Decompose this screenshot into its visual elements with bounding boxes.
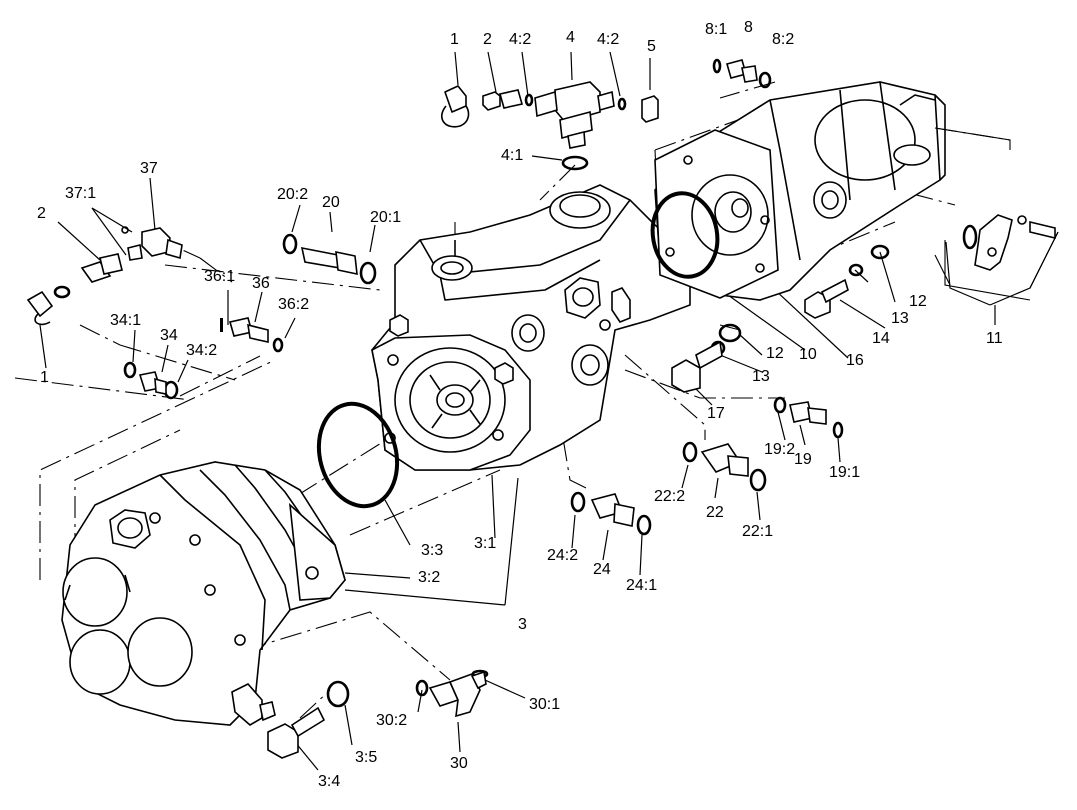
callout-24-1: 24:1 xyxy=(626,577,658,594)
callout-13a: 13 xyxy=(891,310,909,327)
callout-19: 19 xyxy=(794,451,812,468)
callout-3-5: 3:5 xyxy=(355,749,378,766)
callout-19-1: 19:1 xyxy=(829,464,861,481)
callout-19-2: 19:2 xyxy=(764,441,796,458)
callout-36-2: 36:2 xyxy=(278,296,310,313)
callout-3-3: 3:3 xyxy=(421,542,444,559)
callout-11: 11 xyxy=(986,330,1003,347)
callout-1-left: 1 xyxy=(40,369,49,386)
callout-4: 4 xyxy=(566,29,575,46)
rear-pump-body xyxy=(654,81,946,301)
callout-20-1: 20:1 xyxy=(370,209,402,226)
seal-ring-10 xyxy=(650,191,720,279)
callout-37-1: 37:1 xyxy=(65,185,97,202)
callout-22-2: 22:2 xyxy=(654,488,686,505)
callout-36: 36 xyxy=(252,275,270,292)
callout-1-top: 1 xyxy=(450,31,459,48)
callout-36-1: 36:1 xyxy=(204,268,236,285)
callout-34: 34 xyxy=(160,327,178,344)
callout-17: 17 xyxy=(707,405,725,422)
front-pump-body xyxy=(61,461,346,726)
callout-4-1: 4:1 xyxy=(501,147,524,164)
callout-14: 14 xyxy=(872,330,890,347)
callout-8-1: 8:1 xyxy=(705,21,728,38)
callout-10: 10 xyxy=(799,346,817,363)
callout-22: 22 xyxy=(706,504,724,521)
fittings xyxy=(26,59,1056,759)
callout-13b: 13 xyxy=(752,368,770,385)
callout-37: 37 xyxy=(140,160,158,177)
callout-24-2: 24:2 xyxy=(547,547,579,564)
callout-4-2a: 4:2 xyxy=(509,31,532,48)
callout-22-1: 22:1 xyxy=(742,523,774,540)
callout-3-1: 3:1 xyxy=(474,535,497,552)
callout-8: 8 xyxy=(744,19,753,36)
callout-34-2: 34:2 xyxy=(186,342,218,359)
main-pump-body xyxy=(371,184,691,471)
callout-4-2b: 4:2 xyxy=(597,31,620,48)
callout-24: 24 xyxy=(593,561,611,578)
callout-34-1: 34:1 xyxy=(110,312,142,329)
callout-20: 20 xyxy=(322,194,340,211)
callout-30-1: 30:1 xyxy=(529,696,561,713)
callout-16: 16 xyxy=(846,352,864,369)
callout-2-top: 2 xyxy=(483,31,492,48)
callout-8-2: 8:2 xyxy=(772,31,795,48)
callout-5: 5 xyxy=(647,38,656,55)
callout-3: 3 xyxy=(518,616,527,633)
callout-20-2: 20:2 xyxy=(277,186,309,203)
callout-3-4: 3:4 xyxy=(318,773,341,790)
callout-30-2: 30:2 xyxy=(376,712,408,729)
callout-12a: 12 xyxy=(909,293,927,310)
callout-30: 30 xyxy=(450,755,468,772)
seal-ring-3-3 xyxy=(316,401,400,509)
callout-12b: 12 xyxy=(766,345,784,362)
outline-connectors xyxy=(934,127,1059,301)
callout-2-left: 2 xyxy=(37,205,46,222)
callout-3-2: 3:2 xyxy=(418,569,441,586)
